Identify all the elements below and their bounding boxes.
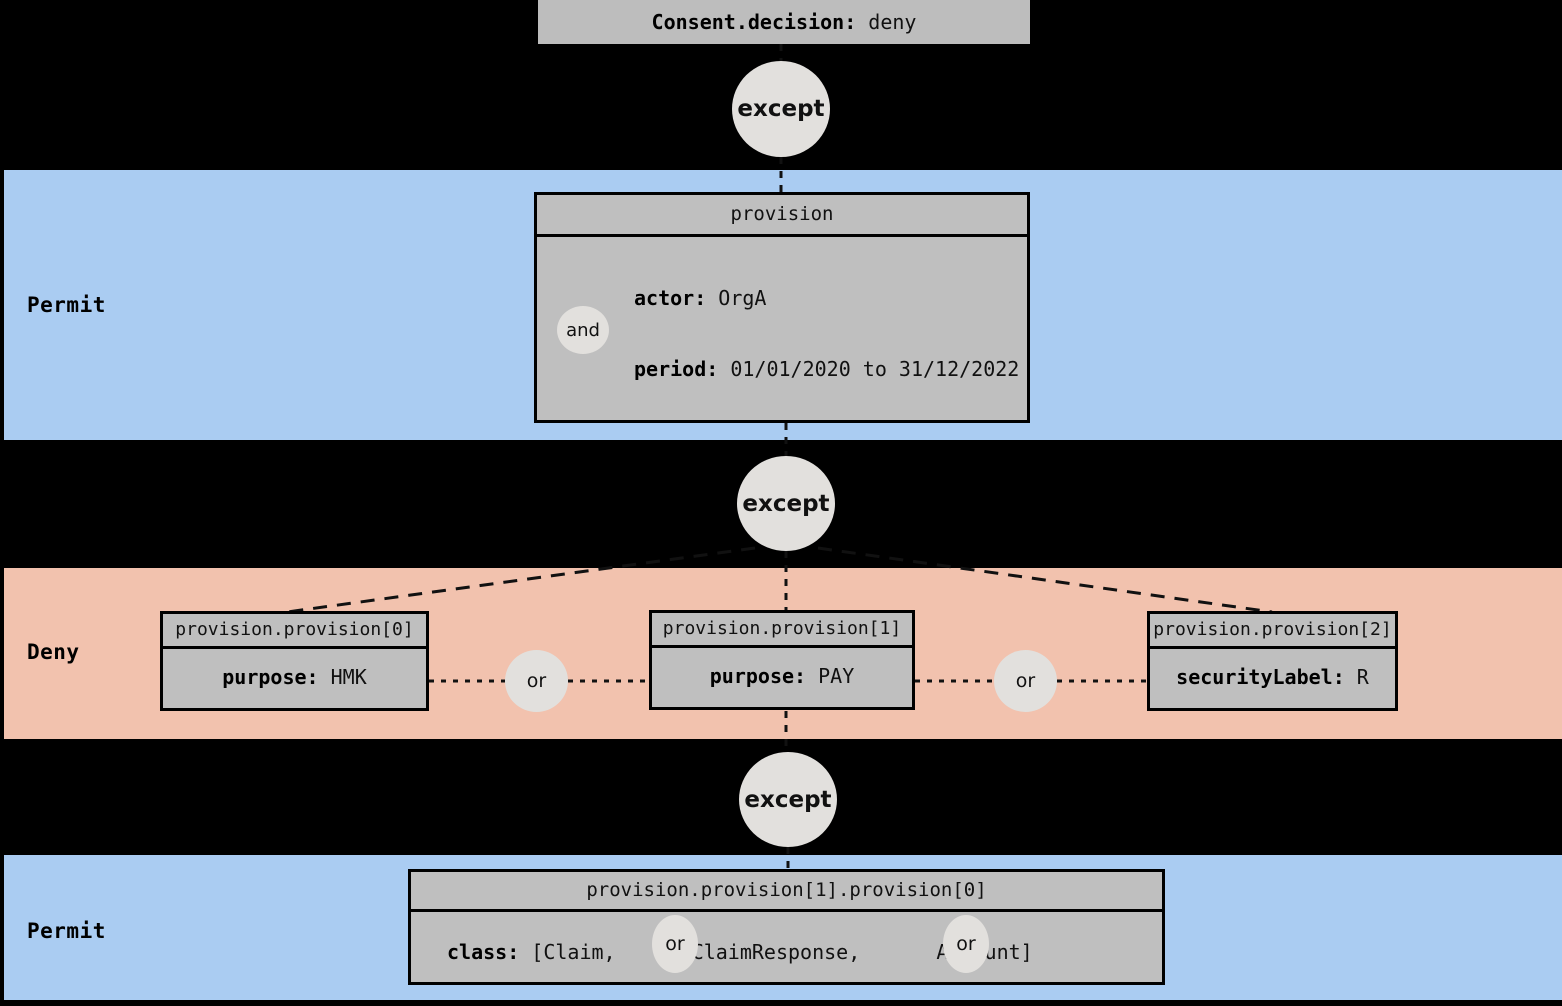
provision-1-0-class-key: class: bbox=[447, 939, 520, 964]
node-provision-0-body: purpose: HMK bbox=[163, 649, 426, 705]
consent-decision-value: deny bbox=[868, 10, 917, 34]
provision-period-key: period: bbox=[634, 357, 719, 381]
provision-2-field-securitylabel: securityLabel: R bbox=[1176, 665, 1369, 689]
provision-0-purpose-key: purpose: bbox=[222, 665, 319, 689]
node-consent-decision[interactable]: Consent.decision: deny bbox=[538, 0, 1030, 44]
band-label-permit-top: Permit bbox=[27, 293, 106, 317]
operator-or-2[interactable]: or bbox=[994, 650, 1057, 712]
provision-1-field-purpose: purpose: PAY bbox=[710, 664, 855, 688]
band-label-deny: Deny bbox=[27, 640, 80, 664]
node-provision-1-0[interactable]: provision.provision[1].provision[0] clas… bbox=[408, 869, 1165, 985]
node-provision-0[interactable]: provision.provision[0] purpose: HMK bbox=[160, 611, 429, 711]
class-item-claimresponse: ClaimResponse, bbox=[691, 939, 861, 964]
provision-field-period: period: 01/01/2020 to 31/12/2022 bbox=[634, 357, 1027, 381]
node-provision-2[interactable]: provision.provision[2] securityLabel: R bbox=[1147, 611, 1398, 711]
node-provision-0-header: provision.provision[0] bbox=[163, 614, 426, 649]
node-provision-body: actor: OrgA period: 01/01/2020 to 31/12/… bbox=[537, 237, 1027, 430]
provision-actor-value: OrgA bbox=[718, 286, 767, 310]
node-provision-1-body: purpose: PAY bbox=[652, 648, 912, 704]
band-label-permit-bottom: Permit bbox=[27, 919, 106, 943]
class-item-claim: [Claim, bbox=[531, 939, 616, 964]
operator-except-1[interactable]: except bbox=[732, 61, 830, 157]
provision-1-purpose-value: PAY bbox=[818, 664, 855, 688]
consent-decision-key: Consent.decision: bbox=[651, 10, 857, 34]
provision-0-purpose-value: HMK bbox=[330, 665, 367, 689]
provision-actor-key: actor: bbox=[634, 286, 707, 310]
provision-field-actor: actor: OrgA bbox=[634, 286, 1027, 310]
node-provision-header: provision bbox=[537, 195, 1027, 237]
operator-or-1[interactable]: or bbox=[505, 650, 568, 712]
node-provision-1-header: provision.provision[1] bbox=[652, 613, 912, 648]
provision-0-field-purpose: purpose: HMK bbox=[222, 665, 367, 689]
node-provision-1-0-header: provision.provision[1].provision[0] bbox=[411, 872, 1162, 912]
node-provision-1-0-body: class: [Claim, ClaimResponse, Account] bbox=[411, 912, 1162, 991]
operator-and[interactable]: and bbox=[557, 306, 609, 354]
provision-2-securitylabel-value: R bbox=[1356, 665, 1369, 689]
provision-1-purpose-key: purpose: bbox=[709, 664, 807, 688]
operator-except-2[interactable]: except bbox=[737, 456, 835, 551]
operator-except-3[interactable]: except bbox=[739, 752, 837, 847]
operator-or-3[interactable]: or bbox=[652, 915, 698, 973]
node-provision[interactable]: provision actor: OrgA period: 01/01/2020… bbox=[534, 192, 1030, 423]
node-provision-1[interactable]: provision.provision[1] purpose: PAY bbox=[649, 610, 915, 710]
consent-decision-text: Consent.decision: deny bbox=[652, 10, 917, 34]
provision-period-value: 01/01/2020 to 31/12/2022 bbox=[730, 357, 1020, 381]
provision-2-securitylabel-key: securityLabel: bbox=[1176, 665, 1345, 689]
node-provision-2-header: provision.provision[2] bbox=[1150, 614, 1395, 649]
operator-or-4[interactable]: or bbox=[943, 915, 989, 973]
node-provision-2-body: securityLabel: R bbox=[1150, 649, 1395, 705]
